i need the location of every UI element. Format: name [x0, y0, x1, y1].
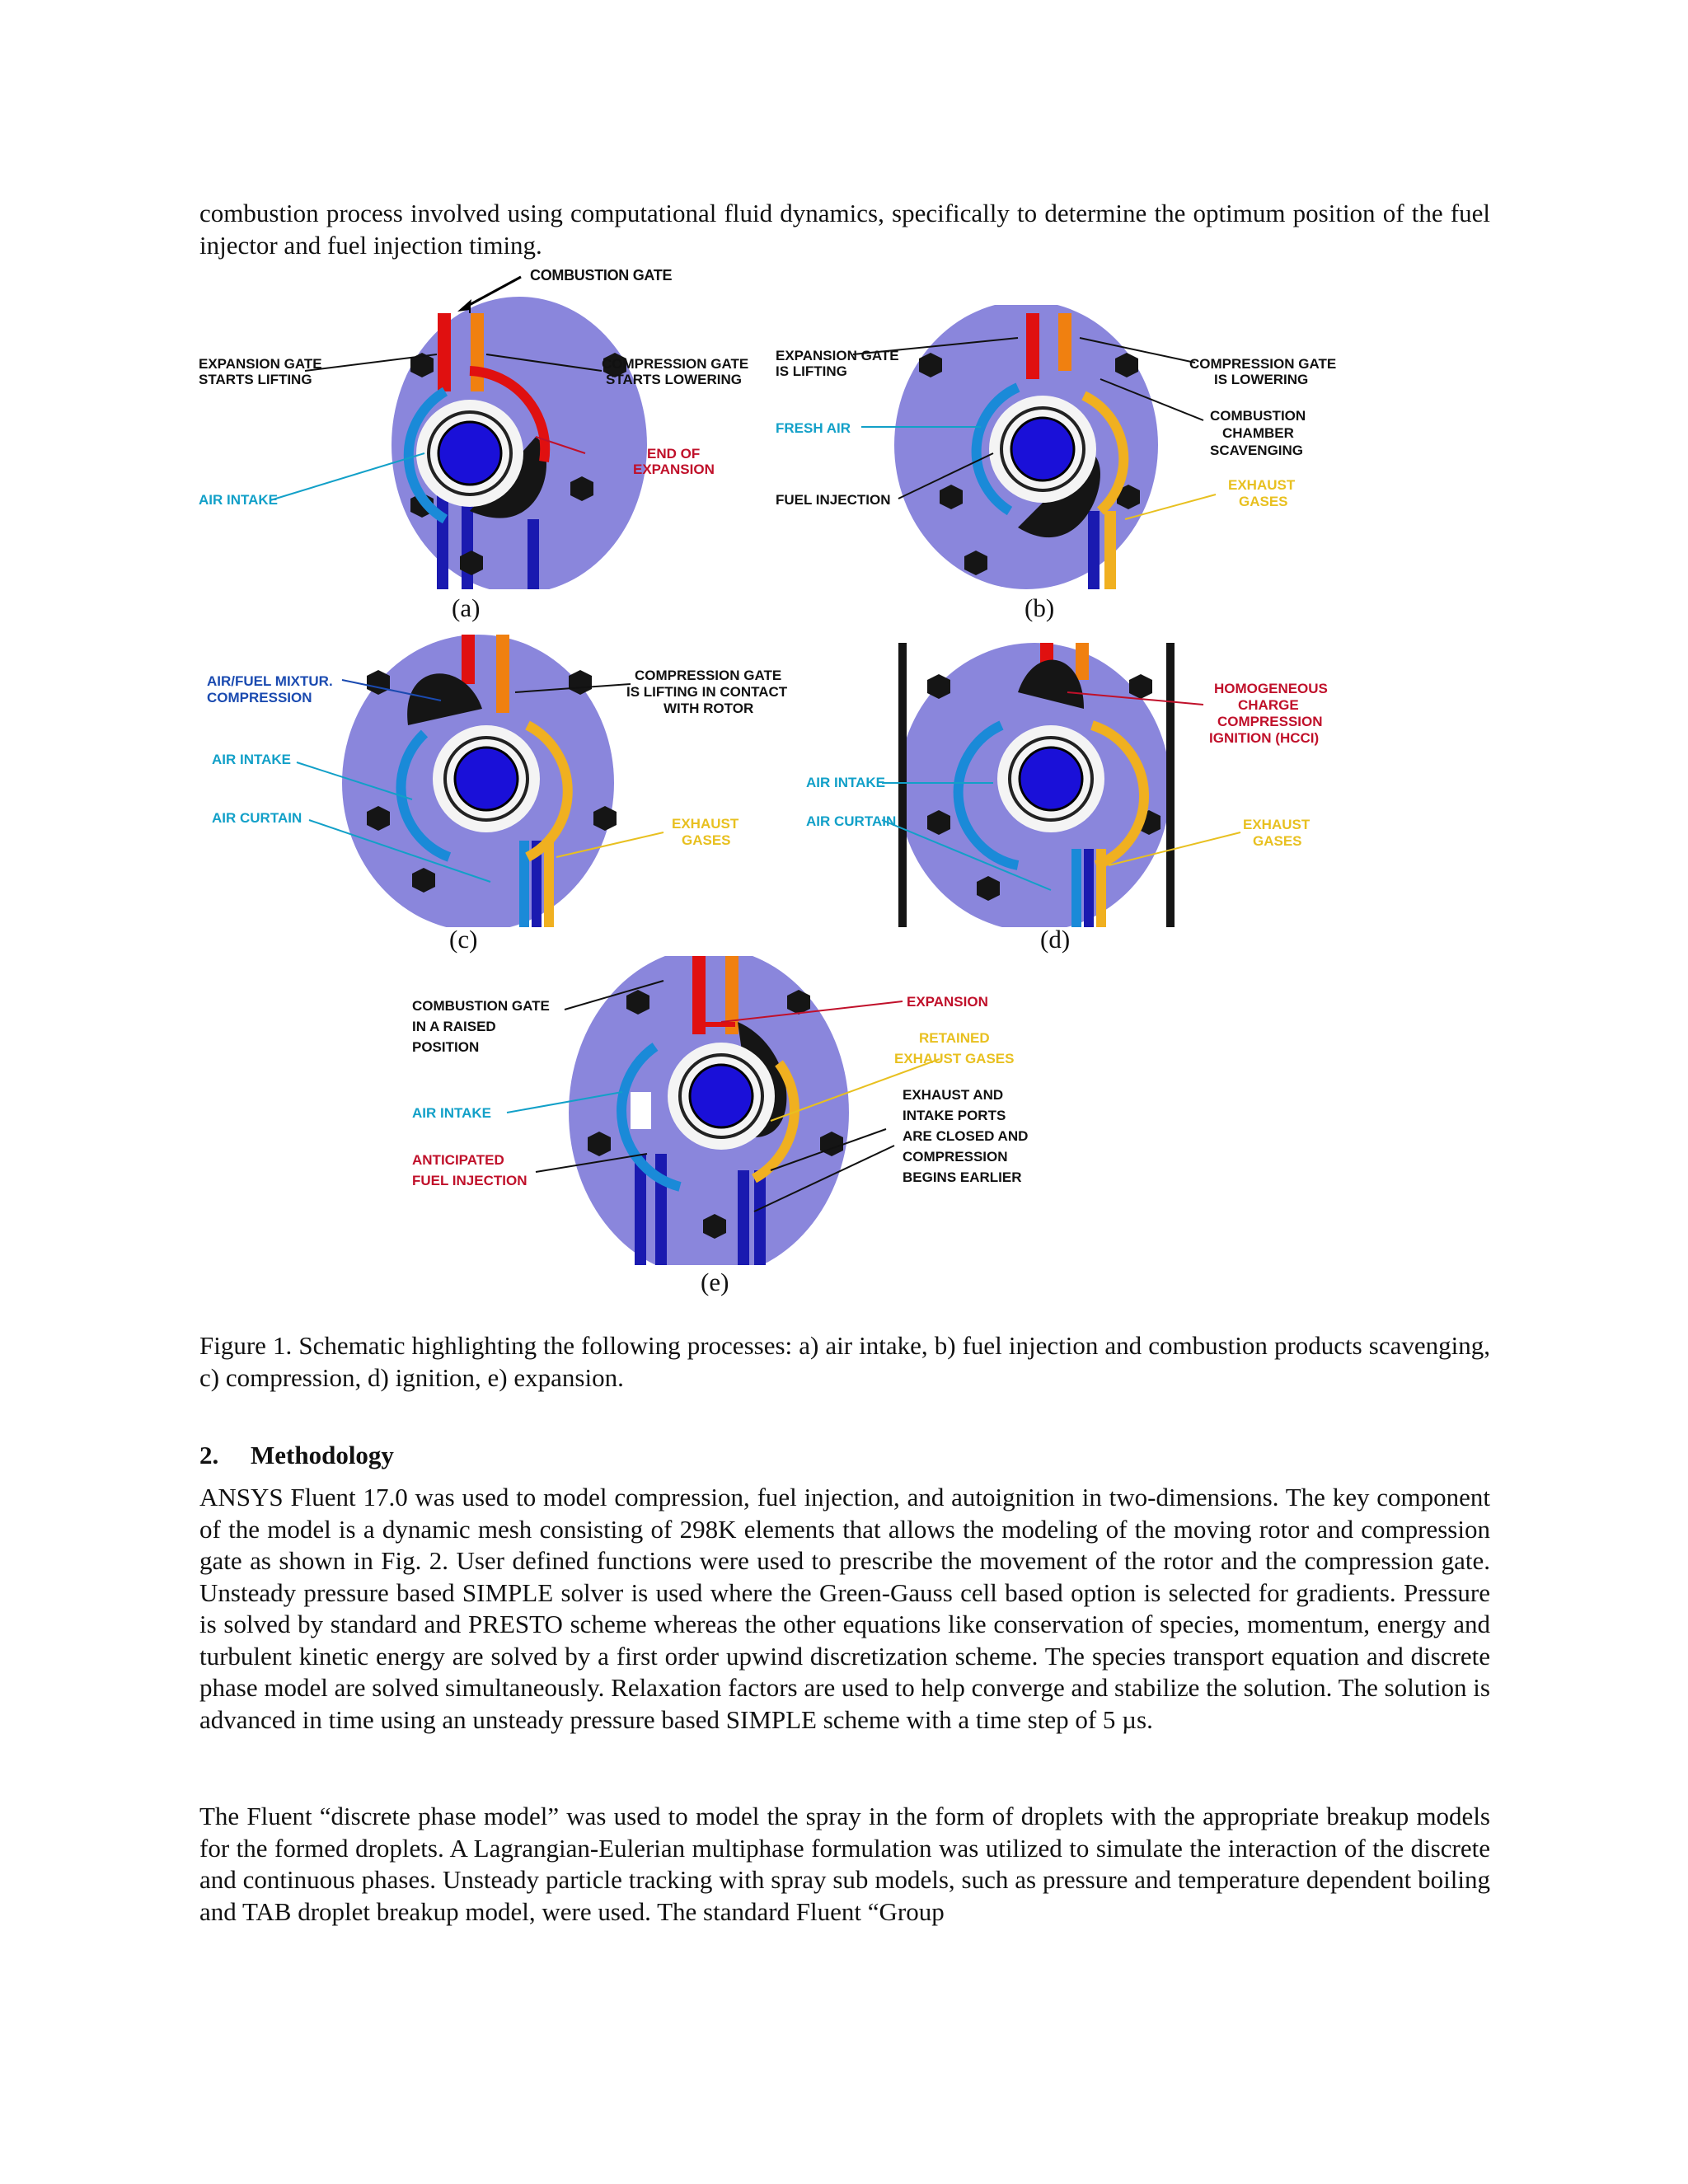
label-exhaust: EXHAUST: [672, 816, 739, 832]
label-air-intake: AIR INTAKE: [212, 752, 291, 767]
panel-c-caption: (c): [449, 925, 478, 954]
label-compression: COMPRESSION: [903, 1149, 1008, 1165]
label-intake-ports: INTAKE PORTS: [903, 1108, 1006, 1123]
label-combustion: COMBUSTION: [1210, 408, 1306, 424]
panel-c: AIR/FUEL MIXTUR. COMPRESSION COMPRESSION…: [207, 635, 788, 927]
label-scavenging: SCAVENGING: [1210, 443, 1303, 458]
label-compression: COMPRESSION: [1217, 714, 1323, 729]
label-air-intake: AIR INTAKE: [199, 492, 278, 508]
section-title: Methodology: [251, 1441, 394, 1469]
label-in-a-raised: IN A RAISED: [412, 1019, 496, 1034]
label-anticipated: ANTICIPATED: [412, 1152, 504, 1168]
label-expansion: EXPANSION: [633, 462, 715, 477]
label-hcci: IGNITION (HCCI): [1209, 730, 1319, 746]
figure-caption: Figure 1. Schematic highlighting the fol…: [199, 1331, 1490, 1392]
panel-b: EXPANSION GATE IS LIFTING COMPRESSION GA…: [776, 305, 1336, 589]
section-heading: 2. Methodology: [199, 1441, 394, 1470]
label-is-lowering: IS LOWERING: [1214, 372, 1308, 387]
label-expansion-gate: EXPANSION GATE: [776, 348, 899, 363]
panel-e: COMBUSTION GATE IN A RAISED POSITION EXP…: [412, 956, 1028, 1265]
label-combustion-gate: COMBUSTION GATE: [412, 998, 550, 1014]
label-exhaust: EXHAUST: [1243, 817, 1311, 832]
label-fuel-injection: FUEL INJECTION: [412, 1173, 527, 1188]
label-compression: COMPRESSION: [207, 690, 312, 705]
label-position: POSITION: [412, 1039, 479, 1055]
panel-a: EXPANSION GATE STARTS LIFTING COMPRESSIO…: [199, 297, 748, 589]
paragraph-methodology-2: The Fluent “discrete phase model” was us…: [199, 1802, 1490, 1926]
label-compression-gate: COMPRESSION GATE: [1189, 356, 1336, 372]
combustion-gate-arrow: [457, 275, 522, 312]
label-air-curtain: AIR CURTAIN: [806, 813, 896, 829]
label-exhaust-gases: EXHAUST GASES: [894, 1051, 1014, 1066]
label-gases: GASES: [1239, 494, 1288, 509]
label-end-of: END OF: [647, 446, 700, 462]
label-with-rotor: WITH ROTOR: [663, 701, 753, 716]
label-chamber: CHAMBER: [1222, 425, 1294, 441]
label-combustion-gate: COMBUSTION GATE: [530, 267, 673, 284]
label-gases: GASES: [1253, 833, 1302, 849]
paragraph-methodology-1: ANSYS Fluent 17.0 was used to model comp…: [199, 1483, 1490, 1734]
panel-b-caption: (b): [1025, 593, 1055, 622]
label-expansion-gate: EXPANSION GATE: [199, 356, 322, 372]
label-starts-lifting: STARTS LIFTING: [199, 372, 312, 387]
label-lifting-in-contact: IS LIFTING IN CONTACT: [626, 684, 788, 700]
label-begins-earlier: BEGINS EARLIER: [903, 1169, 1022, 1185]
panel-a-caption: (a): [452, 593, 481, 622]
panel-e-caption: (e): [701, 1268, 729, 1296]
label-expansion: EXPANSION: [907, 994, 988, 1010]
label-are-closed-and: ARE CLOSED AND: [903, 1128, 1028, 1144]
label-air-curtain: AIR CURTAIN: [212, 810, 302, 826]
label-starts-lowering: STARTS LOWERING: [606, 372, 742, 387]
label-compression-gate: COMPRESSION GATE: [635, 668, 781, 683]
panel-d-caption: (d): [1040, 925, 1071, 954]
label-homogeneous: HOMOGENEOUS: [1214, 681, 1328, 696]
label-air-intake: AIR INTAKE: [412, 1105, 491, 1121]
section-number: 2.: [199, 1441, 219, 1469]
label-compression-gate: COMPRESSION GATE: [602, 356, 748, 372]
label-air-fuel-mixture: AIR/FUEL MIXTUR.: [207, 673, 333, 689]
label-charge: CHARGE: [1238, 697, 1299, 713]
label-exhaust: EXHAUST: [1228, 477, 1296, 493]
label-fuel-injection: FUEL INJECTION: [776, 492, 890, 508]
panel-d: HOMOGENEOUS CHARGE COMPRESSION IGNITION …: [806, 643, 1328, 927]
label-retained: RETAINED: [919, 1030, 990, 1046]
label-air-intake: AIR INTAKE: [806, 775, 885, 790]
label-is-lifting: IS LIFTING: [776, 363, 847, 379]
intro-paragraph: combustion process involved using comput…: [199, 199, 1490, 260]
label-gases: GASES: [682, 832, 731, 848]
label-fresh-air: FRESH AIR: [776, 420, 851, 436]
label-exhaust-and: EXHAUST AND: [903, 1087, 1003, 1103]
